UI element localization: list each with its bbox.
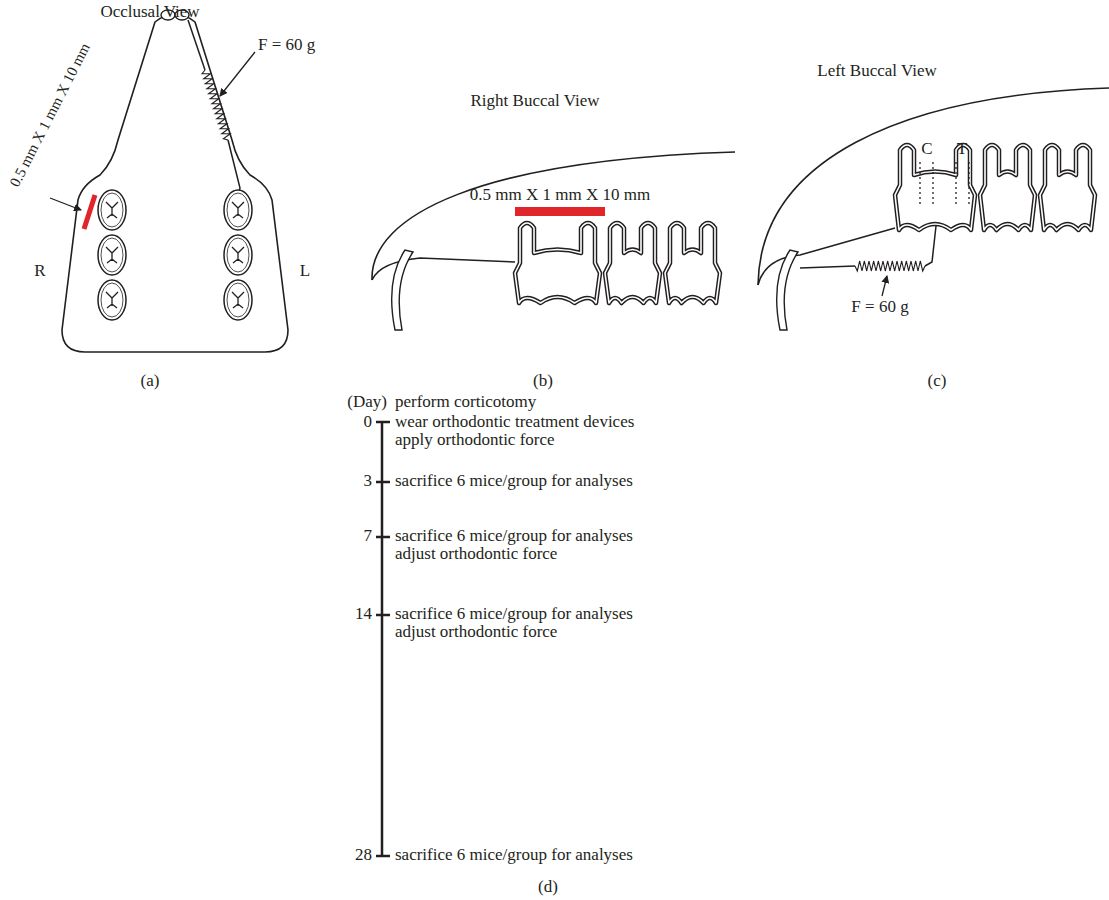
molar-inner xyxy=(1040,145,1095,230)
molar-fissure xyxy=(106,292,118,308)
wire xyxy=(228,140,240,196)
tick xyxy=(376,855,390,858)
force-arrow xyxy=(882,276,887,296)
tension-line xyxy=(955,162,956,205)
molar xyxy=(224,280,252,320)
molar xyxy=(605,223,660,303)
side-marker: C xyxy=(921,140,932,159)
molar-inner xyxy=(665,223,720,303)
leader-arrow xyxy=(50,198,81,210)
day-number: 14 xyxy=(355,605,372,624)
side-marker: T xyxy=(957,140,967,159)
timeline-event: sacrifice 6 mice/group for analyses xyxy=(395,846,633,865)
corticotomy-cut xyxy=(515,207,605,216)
molar-rim xyxy=(101,238,123,272)
molar xyxy=(980,145,1035,230)
wire xyxy=(800,266,855,268)
coil-spring xyxy=(855,261,925,271)
panel-label: (b) xyxy=(533,372,553,391)
force-arrow xyxy=(220,52,255,96)
molar xyxy=(515,223,600,303)
maxilla-outline xyxy=(62,14,288,352)
compression-line xyxy=(919,162,920,205)
measure-lines xyxy=(920,162,969,205)
molar xyxy=(98,235,126,275)
molar-rim xyxy=(101,283,123,317)
timeline-event: sacrifice 6 mice/group for analyses xyxy=(395,472,633,491)
molar-inner xyxy=(605,223,660,303)
molar-rim xyxy=(101,193,123,227)
molar-inner xyxy=(515,223,600,303)
molar-rim xyxy=(227,283,249,317)
molar-fissure xyxy=(106,247,118,263)
panel-label: (d) xyxy=(538,878,558,897)
incisor xyxy=(777,250,798,330)
side-label: R xyxy=(34,262,45,281)
molar xyxy=(224,235,252,275)
skull-outline xyxy=(758,88,1109,285)
molar xyxy=(1040,145,1095,230)
view-title: Left Buccal View xyxy=(817,62,937,81)
timeline-event: adjust orthodontic force xyxy=(395,623,557,642)
molar-rim xyxy=(227,238,249,272)
incisor xyxy=(392,250,413,330)
axis-unit: (Day) xyxy=(347,393,387,412)
timeline-event: adjust orthodontic force xyxy=(395,545,557,564)
dimension-label: 0.5 mm X 1 mm X 10 mm xyxy=(7,40,94,189)
timeline-event: perform corticotomy xyxy=(395,393,536,412)
view-title: Right Buccal View xyxy=(471,92,600,111)
molar xyxy=(98,280,126,320)
tension-line xyxy=(968,162,969,205)
molar xyxy=(98,190,126,230)
dimension-label: 0.5 mm X 1 mm X 10 mm xyxy=(470,186,650,205)
timeline-event: wear orthodontic treatment devices xyxy=(395,413,634,432)
molar-fissure xyxy=(232,247,244,263)
molar-fissure xyxy=(232,202,244,218)
wire xyxy=(925,226,936,266)
day-number: 28 xyxy=(355,846,372,865)
tick xyxy=(376,481,390,484)
force-label: F = 60 g xyxy=(258,36,315,55)
corticotomy-cut xyxy=(84,195,95,229)
tick xyxy=(376,614,390,617)
timeline-event: apply orthodontic force xyxy=(395,431,555,450)
compression-line xyxy=(932,162,933,205)
molar xyxy=(224,190,252,230)
panel-label: (a) xyxy=(141,372,160,391)
timeline-ticks xyxy=(376,422,390,856)
day-number: 7 xyxy=(364,527,373,546)
day-number: 0 xyxy=(364,413,373,432)
view-title: Occlusal View xyxy=(100,3,199,22)
timeline-event: sacrifice 6 mice/group for analyses xyxy=(395,527,633,546)
wire xyxy=(188,20,205,70)
molar-fissure xyxy=(106,202,118,218)
molar-fissure xyxy=(232,292,244,308)
molar xyxy=(665,223,720,303)
molar-rim xyxy=(227,193,249,227)
force-label: F = 60 g xyxy=(851,298,908,317)
panel-label: (c) xyxy=(928,372,947,391)
molar-inner xyxy=(980,145,1035,230)
timeline-event: sacrifice 6 mice/group for analyses xyxy=(395,605,633,624)
coil-spring xyxy=(202,70,230,140)
timeline-axis xyxy=(381,421,384,857)
tick xyxy=(376,536,390,539)
side-label: L xyxy=(300,262,310,281)
day-number: 3 xyxy=(364,472,373,491)
tick xyxy=(376,421,390,424)
